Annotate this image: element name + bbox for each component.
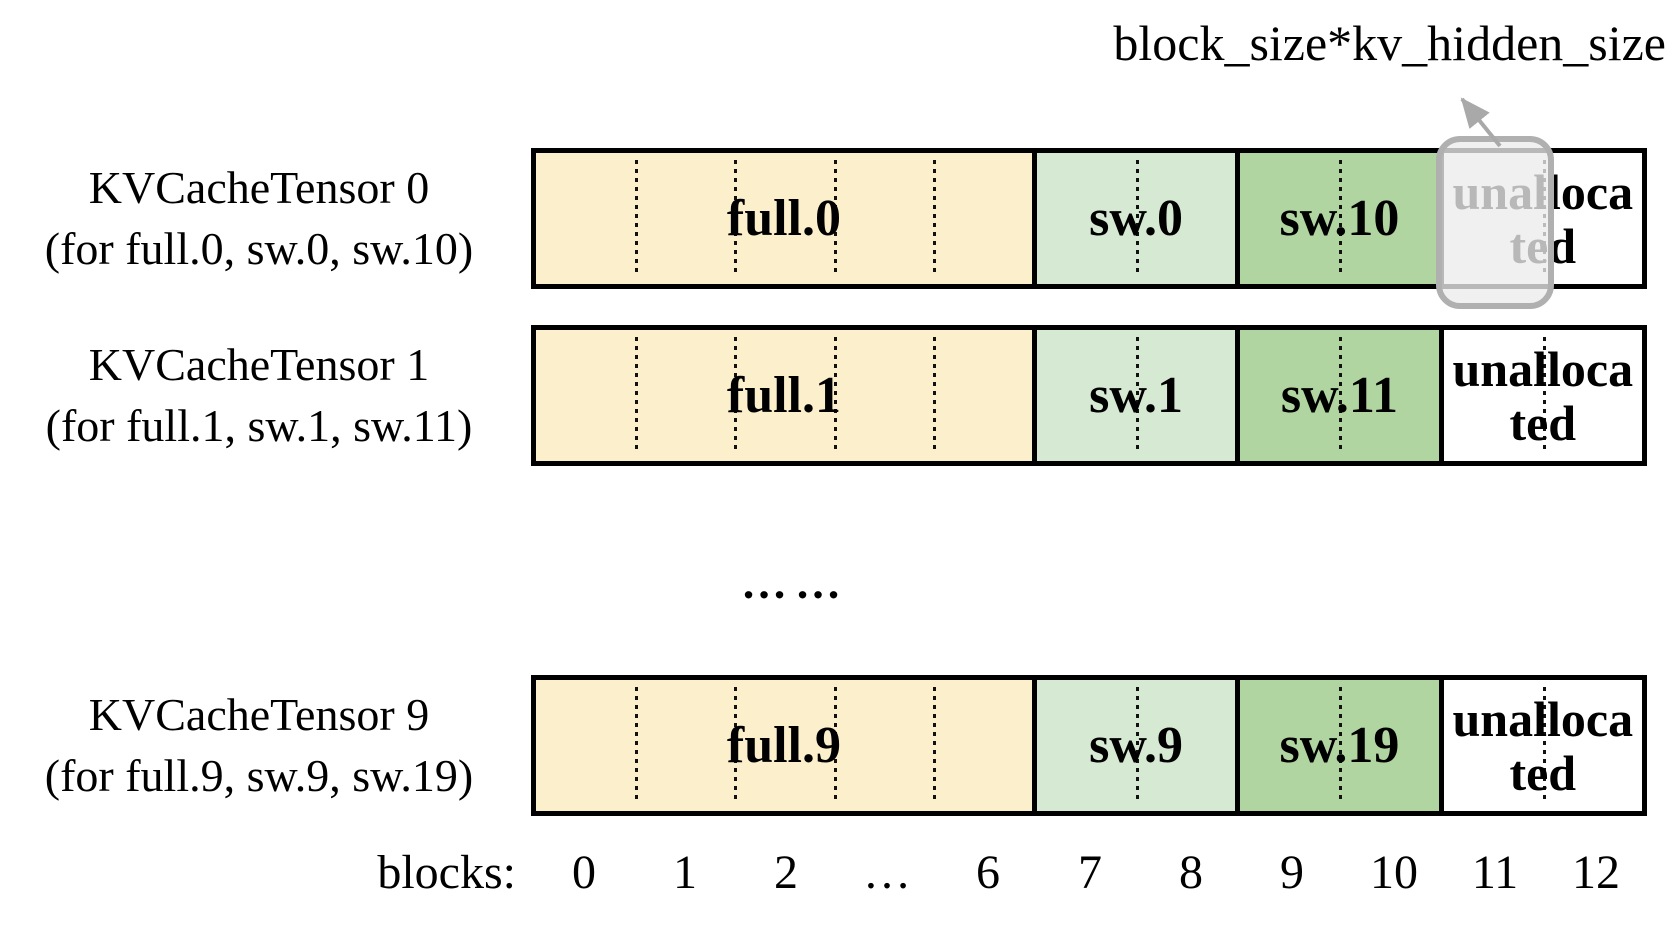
dotted-divider [833,160,837,277]
block-tick-6: 6 [976,846,1000,899]
segment-label: sw.11 [1280,367,1398,424]
kv-cache-tensor-9-bar: full.9 sw.9 sw.19 unallocated [531,675,1647,816]
row-subtitle: (for full.9, sw.9, sw.19) [44,749,474,801]
row-label-tensor-0: KVCacheTensor 0 (for full.0, sw.0, sw.10… [6,148,512,289]
row-title: KVCacheTensor 1 [88,338,430,390]
segment-label: full.0 [726,190,842,247]
segment-full-9: full.9 [536,680,1032,811]
segment-label: unallocated [1452,690,1634,801]
block-tick-9: 9 [1280,846,1304,899]
dotted-divider [932,687,936,804]
segment-sw-9: sw.9 [1031,680,1236,811]
segment-full-1: full.1 [536,330,1032,461]
block-size-annotation: block_size*kv_hidden_size [1113,15,1666,71]
dotted-divider [1136,160,1140,277]
segment-label: full.9 [726,717,842,774]
kv-cache-tensor-0-bar: full.0 sw.0 sw.10 unallocated [531,148,1647,289]
segment-full-0: full.0 [536,153,1032,284]
segment-label: unallocated [1452,340,1634,451]
segment-sw-10: sw.10 [1235,153,1439,284]
dotted-divider [932,337,936,454]
dotted-divider [734,337,738,454]
dotted-divider [1136,687,1140,804]
block-tick-1: 1 [673,846,697,899]
rows-ellipsis: …… [741,557,849,608]
block-tick-12: 12 [1572,846,1620,899]
dotted-divider [635,337,639,454]
segment-unallocated-9: unallocated [1438,680,1642,811]
segment-sw-0: sw.0 [1031,153,1236,284]
block-tick-ellipsis: … [863,846,911,899]
dotted-divider [635,160,639,277]
row-subtitle: (for full.1, sw.1, sw.11) [45,399,473,451]
highlighted-block-outline [1436,136,1554,309]
dotted-divider [932,160,936,277]
block-tick-10: 10 [1370,846,1418,899]
segment-label: sw.19 [1279,717,1400,774]
dotted-divider [1339,160,1343,277]
block-tick-11: 11 [1471,846,1519,899]
block-tick-0: 0 [572,846,596,899]
kv-cache-tensor-1-bar: full.1 sw.1 sw.11 unallocated [531,325,1647,466]
segment-label: full.1 [726,367,842,424]
dotted-divider [734,687,738,804]
dotted-divider [1339,687,1343,804]
segment-sw-1: sw.1 [1031,330,1236,461]
segment-sw-19: sw.19 [1235,680,1439,811]
blocks-axis-label: blocks: [377,846,516,899]
dotted-divider [1542,337,1546,454]
row-subtitle: (for full.0, sw.0, sw.10) [44,222,474,274]
dotted-divider [1542,687,1546,804]
dotted-divider [1339,337,1343,454]
segment-unallocated-1: unallocated [1438,330,1642,461]
block-tick-7: 7 [1078,846,1102,899]
row-label-tensor-1: KVCacheTensor 1 (for full.1, sw.1, sw.11… [6,325,512,466]
block-tick-2: 2 [774,846,798,899]
segment-sw-11: sw.11 [1235,330,1439,461]
dotted-divider [635,687,639,804]
dotted-divider [833,687,837,804]
row-label-tensor-9: KVCacheTensor 9 (for full.9, sw.9, sw.19… [6,675,512,816]
segment-label: sw.0 [1089,190,1184,247]
row-title: KVCacheTensor 0 [88,161,430,213]
block-tick-8: 8 [1179,846,1203,899]
segment-label: sw.1 [1089,367,1184,424]
segment-label: sw.10 [1279,190,1400,247]
segment-label: sw.9 [1089,717,1184,774]
row-title: KVCacheTensor 9 [88,688,430,740]
dotted-divider [1136,337,1140,454]
dotted-divider [734,160,738,277]
dotted-divider [833,337,837,454]
